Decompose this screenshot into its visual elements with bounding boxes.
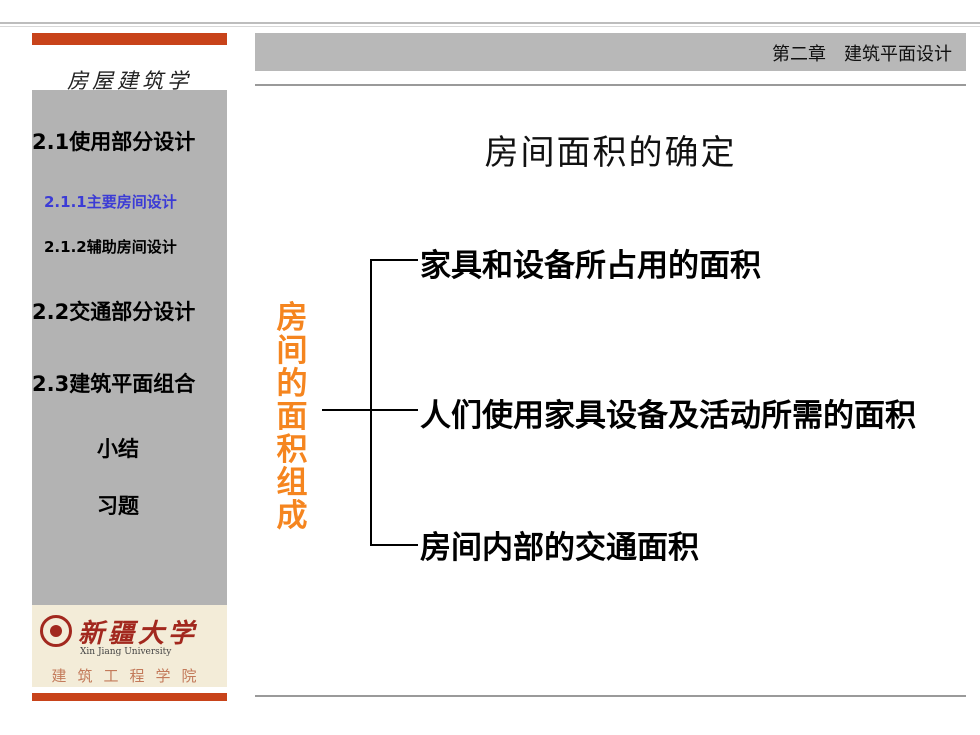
header-band: 第二章 建筑平面设计 — [255, 33, 966, 71]
component-furniture-area: 家具和设备所占用的面积 — [420, 248, 761, 284]
bracket-branch-1 — [370, 259, 418, 261]
bracket-branch-3 — [370, 544, 418, 546]
sidebar: 房屋建筑学 2.1使用部分设计 2.1.1主要房间设计 2.1.2辅助房间设计 … — [32, 33, 227, 705]
nav-item-2-2[interactable]: 2.2交通部分设计 — [32, 300, 196, 324]
vertical-label: 房间的面积组成 — [276, 300, 308, 534]
university-seal-icon — [40, 615, 72, 647]
sidebar-nav-panel: 2.1使用部分设计 2.1.1主要房间设计 2.1.2辅助房间设计 2.2交通部… — [32, 90, 227, 645]
nav-item-summary[interactable]: 小结 — [97, 437, 139, 461]
bottom-rule — [255, 695, 966, 697]
nav-item-2-1[interactable]: 2.1使用部分设计 — [32, 130, 196, 154]
university-name-en: Xin Jiang University — [80, 647, 172, 657]
component-activity-area: 人们使用家具设备及活动所需的面积 — [420, 398, 916, 434]
nav-item-2-3[interactable]: 2.3建筑平面组合 — [32, 372, 196, 396]
school-name: 建筑工程学院 — [51, 667, 208, 685]
top-rule — [0, 22, 980, 24]
header-rule — [255, 84, 966, 86]
component-circulation-area: 房间内部的交通面积 — [420, 530, 699, 566]
sidebar-top-accent — [32, 33, 227, 45]
university-name-cn: 新疆大学 — [78, 619, 199, 649]
bracket-spine — [370, 259, 372, 546]
chapter-title: 第二章 建筑平面设计 — [772, 44, 952, 65]
bracket-stem — [322, 409, 372, 411]
slide-title: 房间面积的确定 — [484, 133, 737, 173]
sidebar-bottom-accent — [32, 693, 227, 701]
top-rule-thin — [0, 26, 980, 27]
bracket-branch-2 — [370, 409, 418, 411]
nav-item-exercises[interactable]: 习题 — [97, 494, 139, 518]
nav-item-2-1-1[interactable]: 2.1.1主要房间设计 — [44, 193, 177, 211]
nav-item-2-1-2[interactable]: 2.1.2辅助房间设计 — [44, 238, 177, 256]
course-title: 房屋建筑学 — [67, 69, 192, 93]
university-logo: 新疆大学 Xin Jiang University 建筑工程学院 — [32, 605, 227, 687]
